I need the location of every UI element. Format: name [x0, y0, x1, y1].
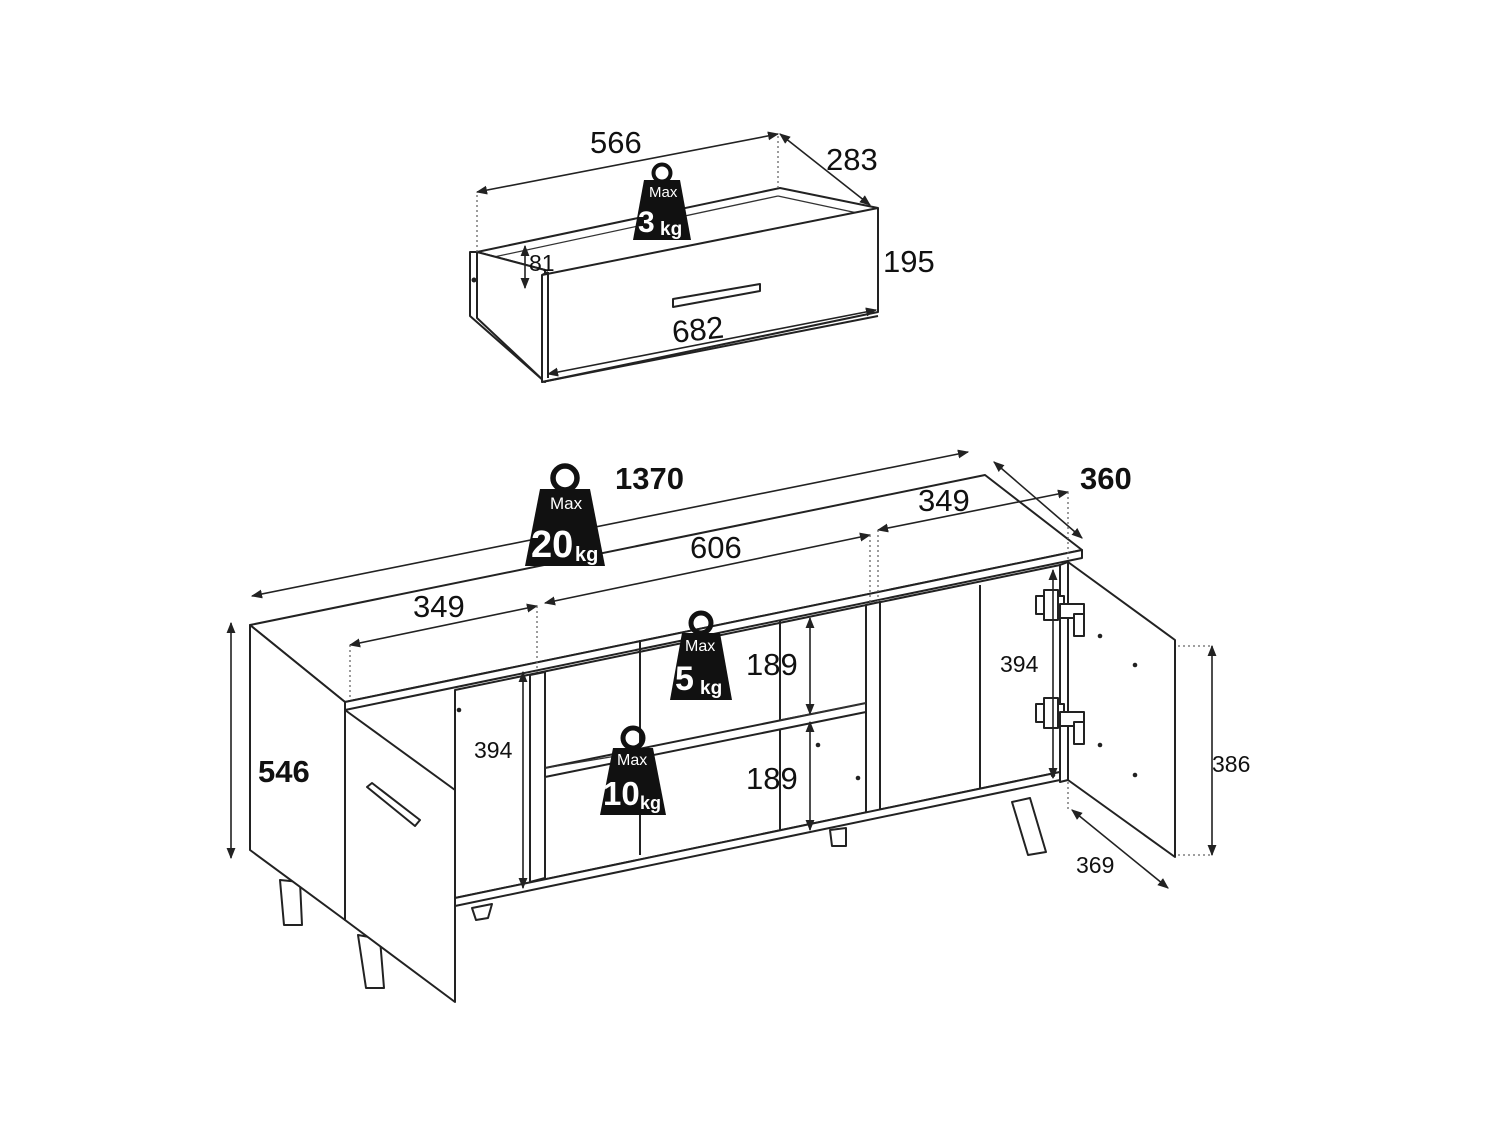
cabinet-width-label: 1370: [615, 461, 684, 496]
right-compartment-width-label: 349: [918, 483, 970, 518]
lower-shelf-height-label: 189: [746, 761, 798, 796]
upper-shelf-height-label: 189: [746, 647, 798, 682]
leg-back-mid: [829, 827, 847, 847]
top-weight-icon: Max 20 kg: [525, 463, 605, 566]
shelf-weight-value: 5: [675, 660, 694, 698]
drawer-weight-value: 3: [638, 206, 655, 239]
drawer-labels: 566 283 195 81 682: [529, 125, 935, 350]
top-weight-value: 20: [531, 524, 573, 566]
drawer-front-width-label: 682: [670, 310, 725, 350]
shelf-weight-icon: Max 5 kg: [670, 610, 732, 700]
cabinet-dimensions: [226, 449, 1217, 890]
drawer-handle: [672, 283, 761, 308]
drawer-width-label: 566: [590, 125, 642, 160]
drawer-inner-height-label: 81: [529, 250, 555, 276]
door-height-label: 386: [1212, 751, 1250, 777]
drawer-height-label: 195: [883, 244, 935, 279]
cabinet-labels: 1370 360 546 349 606 349 394 394 189 189…: [258, 461, 1250, 878]
drawer-dimensions: [475, 131, 878, 377]
shelf-weight-max: Max: [685, 638, 715, 655]
drawer-weight-max: Max: [649, 184, 678, 201]
top-weight-unit: kg: [575, 544, 598, 566]
door-width-label: 369: [1076, 852, 1114, 878]
drawer-weight-unit: kg: [660, 219, 682, 240]
middle-compartment-width-label: 606: [690, 530, 742, 565]
divider-left: [529, 671, 546, 883]
drawer-depth-label: 283: [826, 142, 878, 177]
drawer-weight-icon: Max 3 kg: [633, 162, 691, 240]
leg-front-right: [1011, 797, 1047, 856]
cabinet-depth-label: 360: [1080, 461, 1132, 496]
right-inner-height-label: 394: [1000, 651, 1039, 677]
shelf-weight-unit: kg: [700, 678, 722, 699]
left-inner-height-label: 394: [474, 737, 513, 763]
bottom-weight-value: 10: [603, 775, 640, 812]
bottom-weight-unit: kg: [640, 793, 661, 813]
bottom-weight-max: Max: [617, 752, 647, 769]
left-door-handle: [366, 782, 421, 827]
top-weight-max: Max: [550, 494, 583, 513]
leg-front-mid: [471, 903, 493, 921]
left-compartment-width-label: 349: [413, 589, 465, 624]
bottom-weight-icon: Max 10 kg: [600, 725, 666, 815]
divider-right: [865, 601, 881, 814]
cabinet-height-label: 546: [258, 754, 310, 789]
